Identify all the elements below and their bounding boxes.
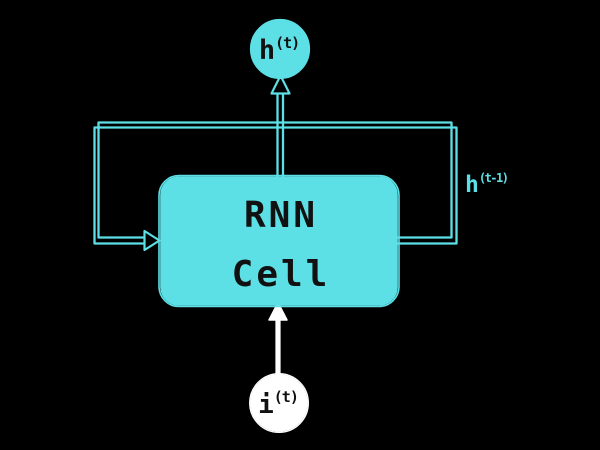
- input-node: i(t): [248, 373, 309, 434]
- feedback-edge-label: h(t-1): [465, 171, 507, 198]
- input-edge: [268, 301, 288, 377]
- rnn-cell-label-line1: RNN: [244, 195, 318, 236]
- feedback-edge-label-base: h: [465, 172, 479, 198]
- rnn-cell-box-rough-outline: [158, 174, 400, 308]
- output-node-label-sup: (t): [275, 34, 299, 52]
- output-node-shape: [251, 20, 309, 78]
- input-arrowhead-icon: [268, 301, 288, 321]
- output-node-rough-outline: [249, 18, 311, 80]
- input-node-label: i(t): [258, 388, 298, 420]
- feedback-arrowhead-icon: [143, 229, 161, 252]
- feedback-loop-stroke-inner: [93, 126, 458, 245]
- rnn-cell-label-line2: Cell: [232, 254, 331, 295]
- input-node-rough-outline: [248, 373, 309, 434]
- feedback-edge-label-sup: (t-1): [479, 171, 508, 185]
- output-node: h(t): [249, 18, 311, 80]
- input-node-label-sup: (t): [274, 388, 298, 406]
- output-node-label: h(t): [259, 34, 299, 66]
- output-edge: [270, 74, 291, 179]
- output-arrowhead-icon: [270, 74, 291, 95]
- input-node-label-base: i: [258, 390, 274, 420]
- rnn-cell-box-shape: [160, 176, 398, 306]
- input-node-shape: [250, 374, 308, 432]
- rnn-cell-box: RNN Cell: [158, 174, 400, 308]
- feedback-loop-stroke-outer: [97, 121, 453, 239]
- output-node-label-base: h: [259, 35, 275, 66]
- feedback-loop-edge: [93, 121, 458, 252]
